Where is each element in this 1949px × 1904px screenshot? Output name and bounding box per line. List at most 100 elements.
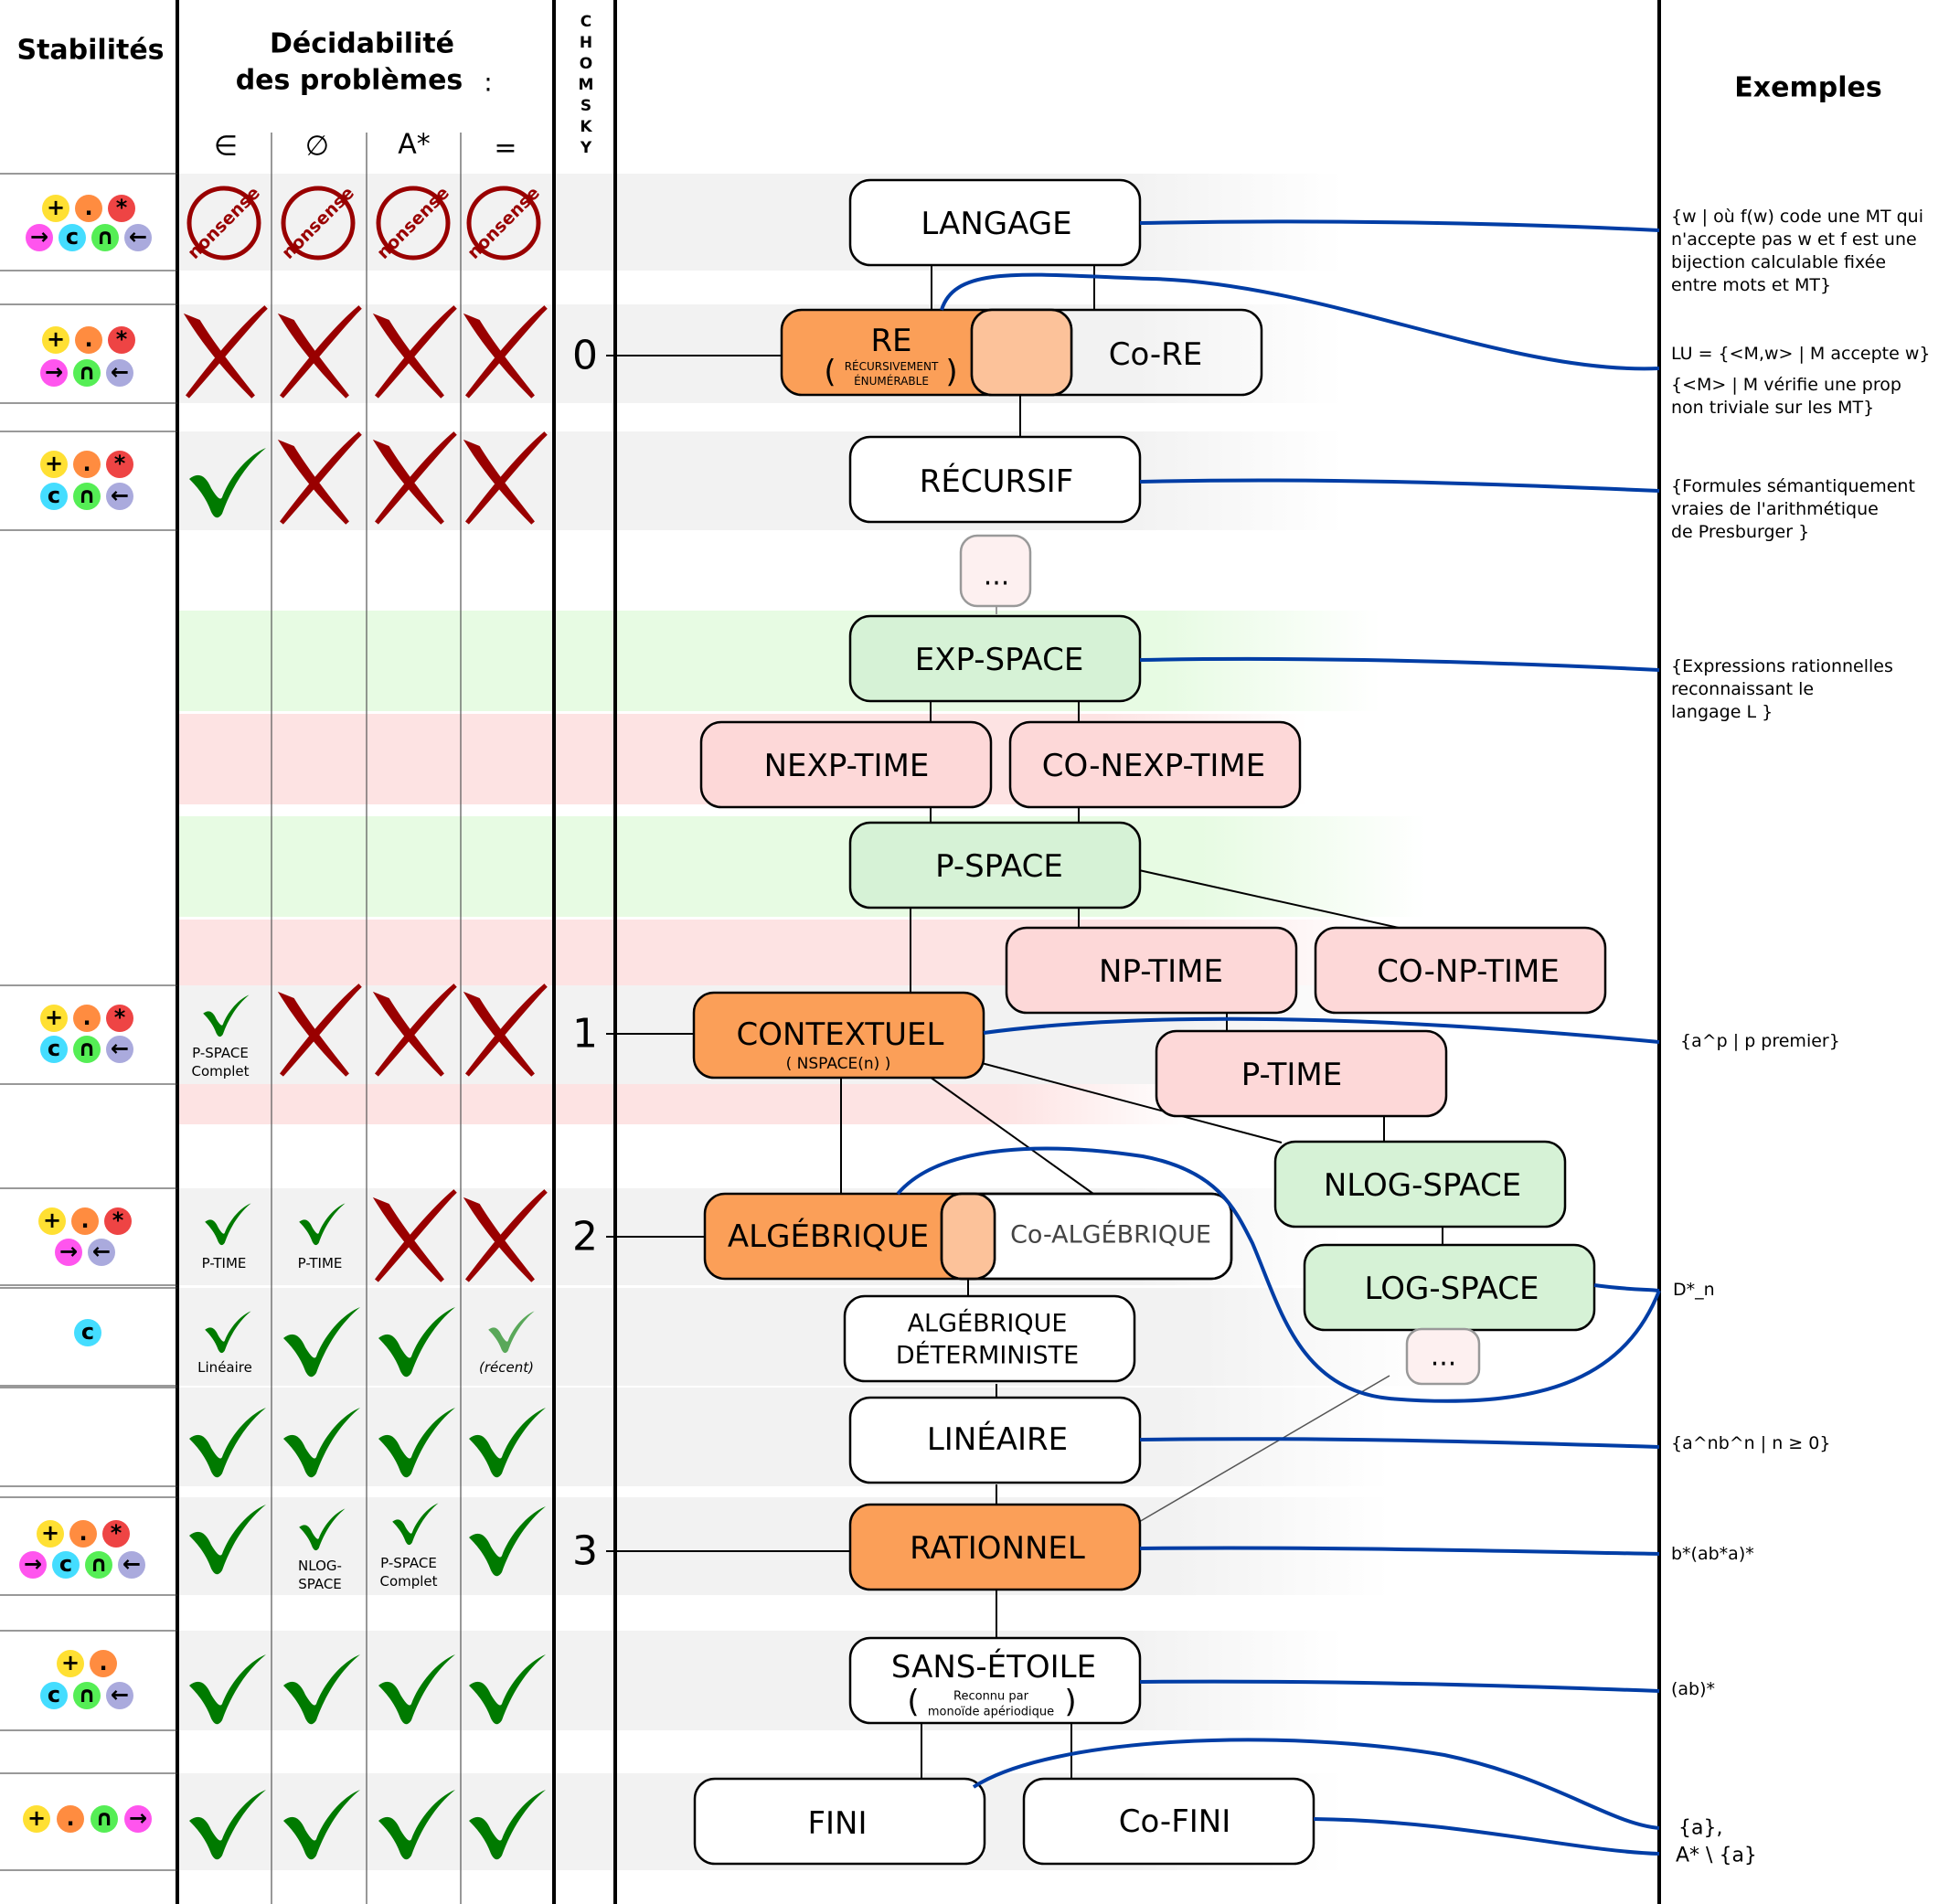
decidable-check-icon <box>488 1311 535 1354</box>
row-band <box>179 816 1426 917</box>
example-sans-etoile: (ab)* <box>1671 1679 1715 1699</box>
stabilites-header: Stabilités <box>16 35 164 67</box>
decidable-check-icon <box>203 995 250 1037</box>
plus-op-symbol: + <box>27 1805 46 1831</box>
example-langage: {w | où f(w) code une MT qui <box>1671 207 1923 227</box>
algebrique-label: ALGÉBRIQUE <box>728 1218 929 1255</box>
complement-op-symbol: c <box>81 1319 94 1345</box>
decidable-check-icon <box>283 1408 360 1478</box>
star-op-icon: * <box>108 195 135 222</box>
decidabilite-header: Décidabilité <box>270 28 454 60</box>
plus-op-icon: + <box>40 451 68 478</box>
suffix-op-icon: ← <box>106 483 133 510</box>
star-op-symbol: * <box>114 451 126 476</box>
star-op-icon: * <box>108 326 135 354</box>
decidable-check-icon <box>205 1311 251 1354</box>
undecidable-cross-icon <box>463 984 548 1077</box>
decidabilite-colon: : <box>484 68 492 98</box>
decidable-check-icon <box>299 1508 346 1551</box>
chomsky-header: Y <box>580 139 592 157</box>
paren: ) <box>1064 1684 1076 1720</box>
example-rice: {<M> | M vérifie une prop <box>1671 375 1901 395</box>
plus-op-symbol: + <box>45 451 63 476</box>
chomsky-level: 1 <box>572 1011 598 1058</box>
dot-op-symbol: . <box>99 1650 107 1675</box>
star-op-symbol: * <box>111 1520 122 1546</box>
connector-line <box>1138 1375 1390 1523</box>
plus-op-symbol: + <box>45 1005 63 1030</box>
complement-op-icon: c <box>74 1319 101 1346</box>
suffix-op-symbol: ← <box>129 224 147 250</box>
decidable-check-icon <box>283 1790 360 1860</box>
undecidable-cross-icon <box>277 984 362 1077</box>
pspace-complet-label: Complet <box>191 1063 249 1080</box>
decidable-check-icon <box>299 1203 346 1246</box>
suffix-op-icon: ← <box>118 1551 145 1579</box>
example-anbn: {a^nb^n | n ≥ 0} <box>1671 1433 1830 1453</box>
prefix-op-icon: → <box>26 224 53 251</box>
re-label: RE <box>870 323 911 359</box>
col-empty-header: ∅ <box>305 131 329 163</box>
undecidable-cross-icon <box>277 431 362 525</box>
co-fini-label: Co-FINI <box>1119 1803 1231 1840</box>
inter-op-symbol: ∩ <box>78 1036 96 1061</box>
inter-op-symbol: ∩ <box>78 483 96 508</box>
suffix-op-symbol: ← <box>111 483 129 508</box>
prefix-op-icon: → <box>19 1551 47 1579</box>
connector-line <box>929 1076 1094 1195</box>
complement-op-icon: c <box>40 483 68 510</box>
example-link <box>1139 1437 1660 1449</box>
inter-op-icon: ∩ <box>73 483 101 510</box>
sans-etoile-sub-label: Reconnu par <box>953 1690 1029 1704</box>
dot-op-symbol: . <box>66 1805 74 1831</box>
dot-op-icon: . <box>75 195 102 222</box>
prefix-op-symbol: → <box>45 359 63 385</box>
example-lu: LU = {<M,w> | M accepte w} <box>1671 344 1930 364</box>
decidable-check-icon <box>378 1654 455 1725</box>
decidable-check-icon <box>378 1307 455 1377</box>
undecidable-cross-icon <box>372 984 457 1077</box>
complement-op-icon: c <box>40 1036 68 1063</box>
example-link <box>1139 1679 1660 1693</box>
undecidable-cross-icon <box>372 305 457 399</box>
decidable-check-icon <box>283 1654 360 1725</box>
chomsky-header: S <box>580 97 591 115</box>
chomsky-header: M <box>579 76 594 94</box>
example-presburger: {Formules sémantiquement <box>1671 476 1915 496</box>
suffix-op-icon: ← <box>106 359 133 387</box>
co-nexp-time-box <box>1008 720 1302 809</box>
undecidable-cross-icon <box>277 305 362 399</box>
undecidable-cross-icon <box>463 431 548 525</box>
alg-det-label: ALGÉBRIQUE <box>908 1309 1068 1338</box>
example-link <box>1593 1283 1660 1292</box>
dots-label: ... <box>984 560 1010 592</box>
decidable-check-icon <box>469 1506 546 1577</box>
re-sub-label: ÉNUMÉRABLE <box>854 374 929 388</box>
prefix-op-icon: → <box>40 359 68 387</box>
plus-op-icon: + <box>37 1520 64 1548</box>
inter-op-icon: ∩ <box>73 1036 101 1063</box>
star-op-symbol: * <box>112 1207 124 1233</box>
prefix-op-symbol: → <box>59 1239 78 1264</box>
alg-det-box <box>843 1294 1136 1383</box>
co-algebrique-label: Co-ALGÉBRIQUE <box>1010 1220 1211 1250</box>
undecidable-cross-icon <box>183 305 268 399</box>
connector-line <box>977 1061 1283 1143</box>
inter-op-symbol: ∩ <box>78 359 96 385</box>
plus-op-icon: + <box>57 1650 84 1677</box>
nlog-space-label: NLOG-SPACE <box>1324 1167 1521 1204</box>
plus-op-icon: + <box>38 1207 66 1235</box>
example-link <box>1139 219 1660 232</box>
sans-etoile-sub-label: monoïde apériodique <box>928 1706 1054 1719</box>
prefix-op-icon: → <box>124 1805 152 1833</box>
decidable-check-icon <box>189 1654 266 1725</box>
fini-label: FINI <box>807 1805 867 1842</box>
p-space-box <box>848 821 1142 909</box>
star-op-icon: * <box>104 1207 132 1235</box>
prefix-op-icon: → <box>55 1239 82 1266</box>
example-fini: {a}, <box>1678 1817 1722 1840</box>
decidable-check-icon <box>189 448 266 518</box>
langage-label: LANGAGE <box>921 206 1071 242</box>
dot-op-symbol: . <box>80 1207 89 1233</box>
